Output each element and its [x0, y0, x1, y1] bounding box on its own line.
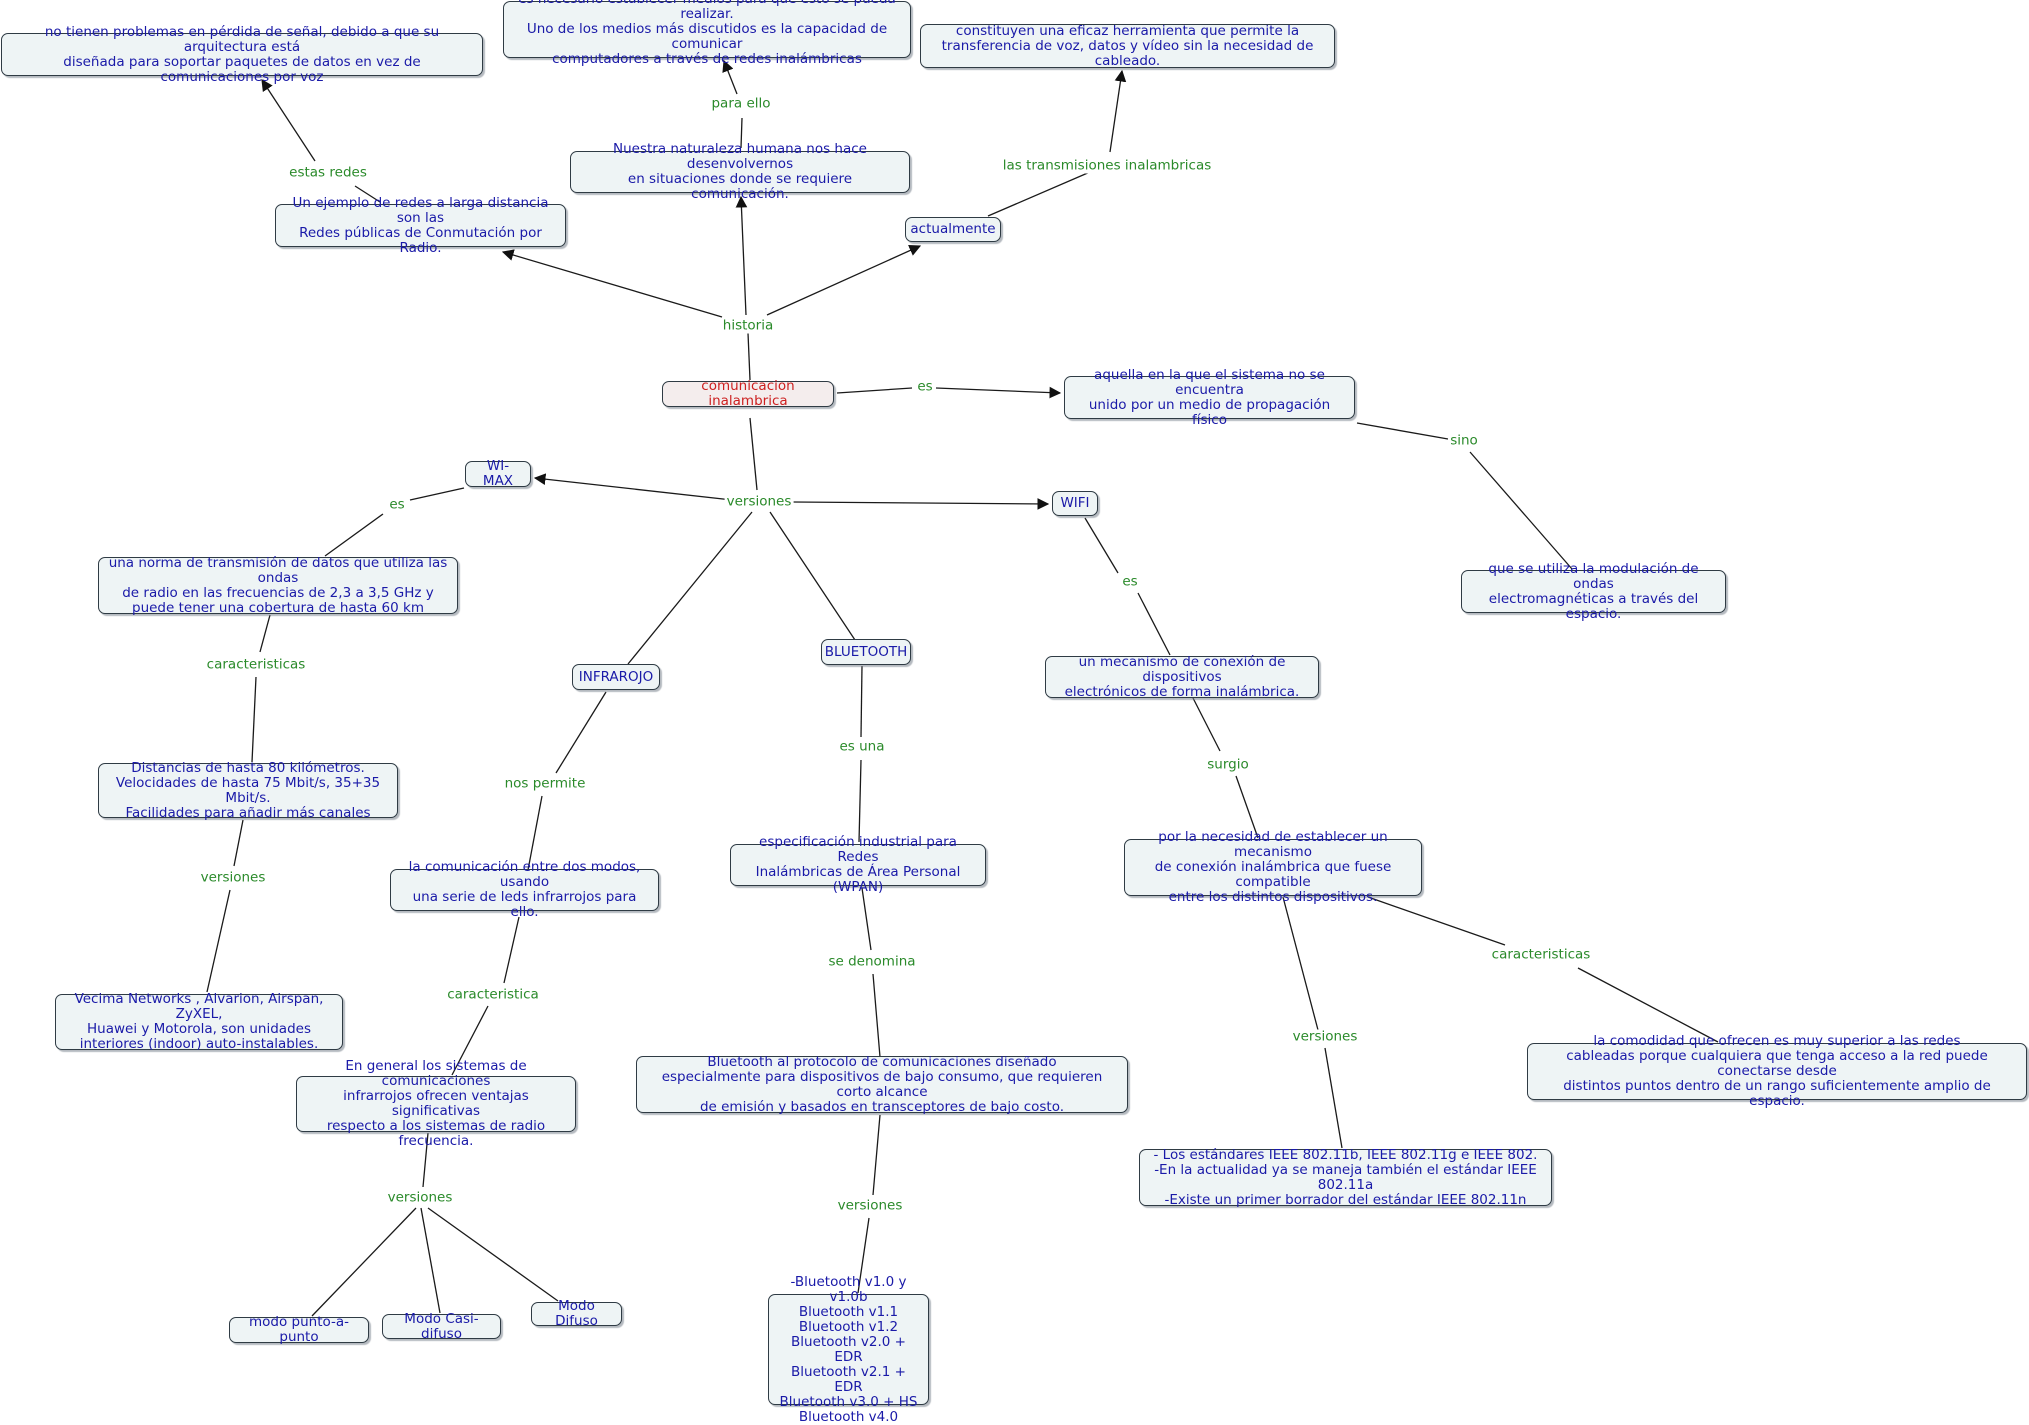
- link-versiones-bt: versiones: [835, 1197, 905, 1214]
- link-caracteristicas-wimax: caracteristicas: [204, 656, 308, 673]
- link-versiones-ir: versiones: [385, 1189, 455, 1206]
- node-bluetooth: BLUETOOTH: [821, 639, 911, 665]
- node-estandares: - Los estándares IEEE 802.11b, IEEE 802.…: [1139, 1147, 1552, 1207]
- node-aquella: aquella en la que el sistema no se encue…: [1064, 367, 1355, 427]
- node-comodidad: la comodidad que ofrecen es muy superior…: [1527, 1034, 2027, 1109]
- node-medios: es necesario establecer medios para que …: [503, 0, 911, 67]
- node-wifi: WIFI: [1052, 491, 1098, 516]
- link-versiones-wifi: versiones: [1290, 1028, 1360, 1045]
- link-nos-permite: nos permite: [502, 775, 588, 792]
- node-naturaleza: Nuestra naturaleza humana nos hace desen…: [570, 142, 910, 202]
- node-necesidad: por la necesidad de establecer un mecani…: [1124, 830, 1422, 905]
- node-modulacion: que se utiliza la modulación de ondas el…: [1461, 561, 1726, 621]
- node-difuso: Modo Difuso: [531, 1299, 622, 1329]
- node-bt-protocolo: Bluetooth al protocolo de comunicaciones…: [636, 1054, 1128, 1114]
- node-punto: modo punto-a-punto: [229, 1315, 369, 1345]
- node-comunicacion-modos: la comunicación entre dos modos, usando …: [390, 860, 659, 920]
- node-especificacion: especificación industrial para Redes Ina…: [730, 835, 986, 895]
- link-versiones-wimax: versiones: [198, 869, 268, 886]
- node-infrarojo: INFRAROJO: [572, 664, 660, 690]
- link-es-wifi: es: [1120, 573, 1140, 590]
- link-es-wimax: es: [387, 496, 407, 513]
- link-es-una: es una: [837, 738, 887, 755]
- node-ejemplo: Un ejemplo de redes a larga distancia so…: [275, 195, 566, 255]
- node-general: En general los sistemas de comunicacione…: [296, 1059, 576, 1149]
- root-concept: comunicacion inalambrica: [662, 379, 834, 409]
- link-es-root: es: [915, 378, 935, 395]
- link-versiones-root: versiones: [724, 493, 794, 510]
- link-historia: historia: [720, 317, 776, 334]
- node-wimax: WI-MAX: [465, 459, 531, 489]
- link-surgio: surgio: [1205, 756, 1251, 773]
- node-bt-versiones: -Bluetooth v1.0 y v1.0b Bluetooth v1.1 B…: [768, 1274, 929, 1424]
- node-mecanismo: un mecanismo de conexión de dispositivos…: [1045, 654, 1319, 699]
- link-para-ello: para ello: [709, 95, 773, 112]
- node-herramienta: constituyen una eficaz herramienta que p…: [920, 23, 1335, 68]
- link-estas-redes: estas redes: [287, 164, 369, 181]
- link-sino: sino: [1448, 432, 1480, 449]
- node-distancias: Distancias de hasta 80 kilómetros. Veloc…: [98, 760, 398, 820]
- node-casi: Modo Casi-difuso: [382, 1311, 501, 1341]
- link-caracteristica-ir: caracteristica: [445, 986, 541, 1003]
- node-vecima: Vecima Networks , Alvarion, Airspan, ZyX…: [55, 992, 343, 1052]
- node-actualmente: actualmente: [905, 217, 1001, 242]
- link-caracteristicas-wifi: caracteristicas: [1489, 946, 1593, 963]
- node-norma: una norma de transmisión de datos que ut…: [98, 555, 458, 615]
- node-no-problemas: no tienen problemas en pérdida de señal,…: [1, 24, 483, 84]
- link-se-denomina: se denomina: [826, 953, 918, 970]
- link-las-transmisiones: las transmisiones inalambricas: [1000, 157, 1214, 174]
